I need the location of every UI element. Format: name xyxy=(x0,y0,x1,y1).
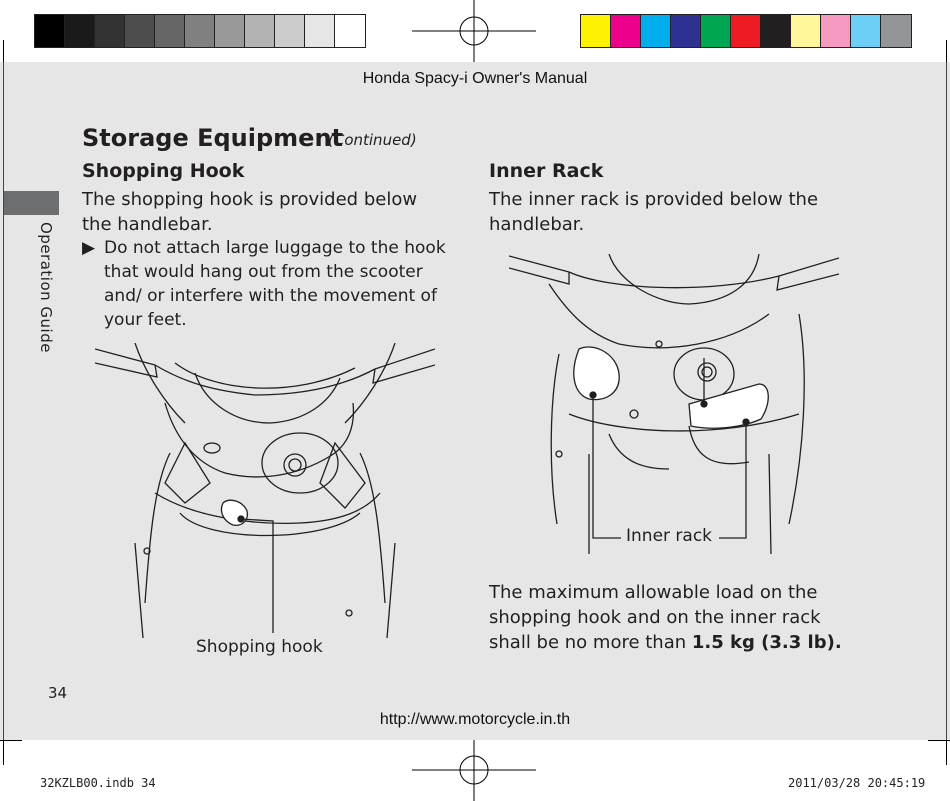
caution-arrow-icon: ▶ xyxy=(82,238,96,258)
color-swatch xyxy=(581,15,611,47)
registration-mark-top xyxy=(412,0,536,62)
manual-page xyxy=(0,62,950,740)
color-swatch xyxy=(821,15,851,47)
color-swatch xyxy=(641,15,671,47)
section-tab-label: Operation Guide xyxy=(37,222,55,353)
color-swatch xyxy=(881,15,911,47)
page-number: 34 xyxy=(48,684,68,702)
grayscale-swatch xyxy=(35,15,65,47)
color-swatch xyxy=(851,15,881,47)
grayscale-swatch xyxy=(185,15,215,47)
grayscale-swatch xyxy=(65,15,95,47)
print-file-info: 32KZLB00.indb 34 xyxy=(40,776,156,790)
grayscale-swatch xyxy=(335,15,365,47)
manual-header: Honda Spacy-i Owner's Manual xyxy=(362,70,588,87)
grayscale-swatch xyxy=(155,15,185,47)
grayscale-swatch xyxy=(95,15,125,47)
crop-mark xyxy=(0,740,22,741)
grayscale-swatch xyxy=(215,15,245,47)
color-swatch xyxy=(611,15,641,47)
note-text: Do not attach large luggage to the hook … xyxy=(104,238,446,330)
max-load-sentence: The maximum allowable load on the shoppi… xyxy=(489,582,821,653)
crop-mark xyxy=(946,40,947,80)
grayscale-color-bar xyxy=(34,14,366,48)
page-edge-right xyxy=(946,62,947,740)
footer-url: http://www.motorcycle.in.th xyxy=(379,711,571,728)
grayscale-swatch xyxy=(305,15,335,47)
page-title: Storage Equipment xyxy=(82,124,343,152)
shopping-hook-caption: Shopping hook xyxy=(196,637,323,657)
inner-rack-illustration xyxy=(509,254,839,554)
color-swatch xyxy=(671,15,701,47)
color-swatch xyxy=(791,15,821,47)
color-swatch xyxy=(761,15,791,47)
crop-mark xyxy=(3,725,4,765)
grayscale-swatch xyxy=(275,15,305,47)
inner-rack-heading: Inner Rack xyxy=(489,160,604,182)
process-color-bar xyxy=(580,14,912,48)
shopping-hook-illustration xyxy=(95,343,435,639)
crop-mark xyxy=(946,725,947,765)
crop-mark xyxy=(928,740,950,741)
registration-mark-bottom xyxy=(412,740,536,801)
grayscale-swatch xyxy=(125,15,155,47)
continued-label: (Continued) xyxy=(328,131,417,149)
inner-rack-caption: Inner rack xyxy=(626,526,713,546)
shopping-hook-heading: Shopping Hook xyxy=(82,160,245,182)
print-timestamp: 2011/03/28 20:45:19 xyxy=(788,776,926,790)
shopping-hook-text: The shopping hook is provided below the … xyxy=(82,189,418,235)
crop-mark xyxy=(3,40,4,80)
inner-rack-text: The inner rack is provided below the han… xyxy=(489,189,819,235)
color-swatch xyxy=(701,15,731,47)
grayscale-swatch xyxy=(245,15,275,47)
color-swatch xyxy=(731,15,761,47)
max-load-text: The maximum allowable load on the shoppi… xyxy=(489,580,849,655)
section-tab xyxy=(4,191,59,215)
max-load-value: 1.5 kg (3.3 lb). xyxy=(691,632,842,653)
page-edge-left xyxy=(3,62,4,740)
